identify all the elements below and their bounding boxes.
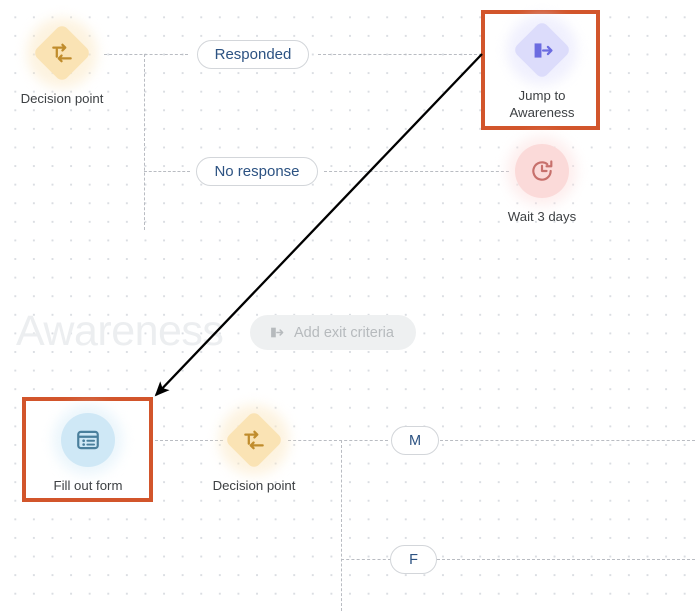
connector-m-out [440,440,695,441]
node-decision-point-top[interactable]: Decision point [0,18,128,107]
node-caption: Jump to Awareness [509,88,575,120]
connector-decision-bottom-vertical [341,440,342,611]
jump-to-awareness-shape [507,15,577,85]
branch-pill-responded[interactable]: Responded [197,40,309,69]
branch-pill-label: M [408,432,422,449]
connector-form-to-decision [155,440,223,441]
stage-label-awareness: Awareness [16,307,224,355]
node-caption: Wait 3 days [507,209,577,224]
node-caption: Decision point [20,91,104,106]
connector-decision-bottom-out [288,440,388,441]
node-jump-to-awareness[interactable]: Jump to Awareness [476,15,608,121]
branch-pill-no-response[interactable]: No response [196,157,318,186]
connector-responded-to-jump [318,54,482,55]
branch-pill-label: F [409,551,418,568]
connector-decision-bottom-to-f [341,559,391,560]
connector-decision-to-noresponse [144,171,190,172]
branch-split-icon [52,43,72,63]
node-fill-out-form[interactable]: Fill out form [22,405,154,494]
connector-decision-to-responded [104,54,188,55]
decision-point-top-shape [27,18,97,88]
connector-decision-vertical [144,54,145,230]
exit-arrow-icon [271,327,284,338]
branch-pill-f[interactable]: F [390,545,437,574]
add-exit-criteria-button[interactable]: Add exit criteria [250,315,416,350]
connector-f-out [437,559,695,560]
branch-split-icon [244,430,264,450]
fill-out-form-shape [53,405,123,475]
wait-3-days-shape [507,136,577,206]
node-caption: Fill out form [53,478,123,493]
node-caption: Decision point [212,478,296,493]
jump-exit-icon [534,42,553,58]
decision-point-bottom-shape [219,405,289,475]
node-decision-point-bottom[interactable]: Decision point [188,405,320,494]
branch-pill-label: Responded [214,46,292,63]
clock-refresh-icon [532,160,553,181]
branch-pill-m[interactable]: M [391,426,439,455]
branch-pill-label: No response [214,163,300,180]
form-list-icon [77,430,99,450]
node-wait-3-days[interactable]: Wait 3 days [476,136,608,225]
add-exit-criteria-label: Add exit criteria [294,324,394,341]
